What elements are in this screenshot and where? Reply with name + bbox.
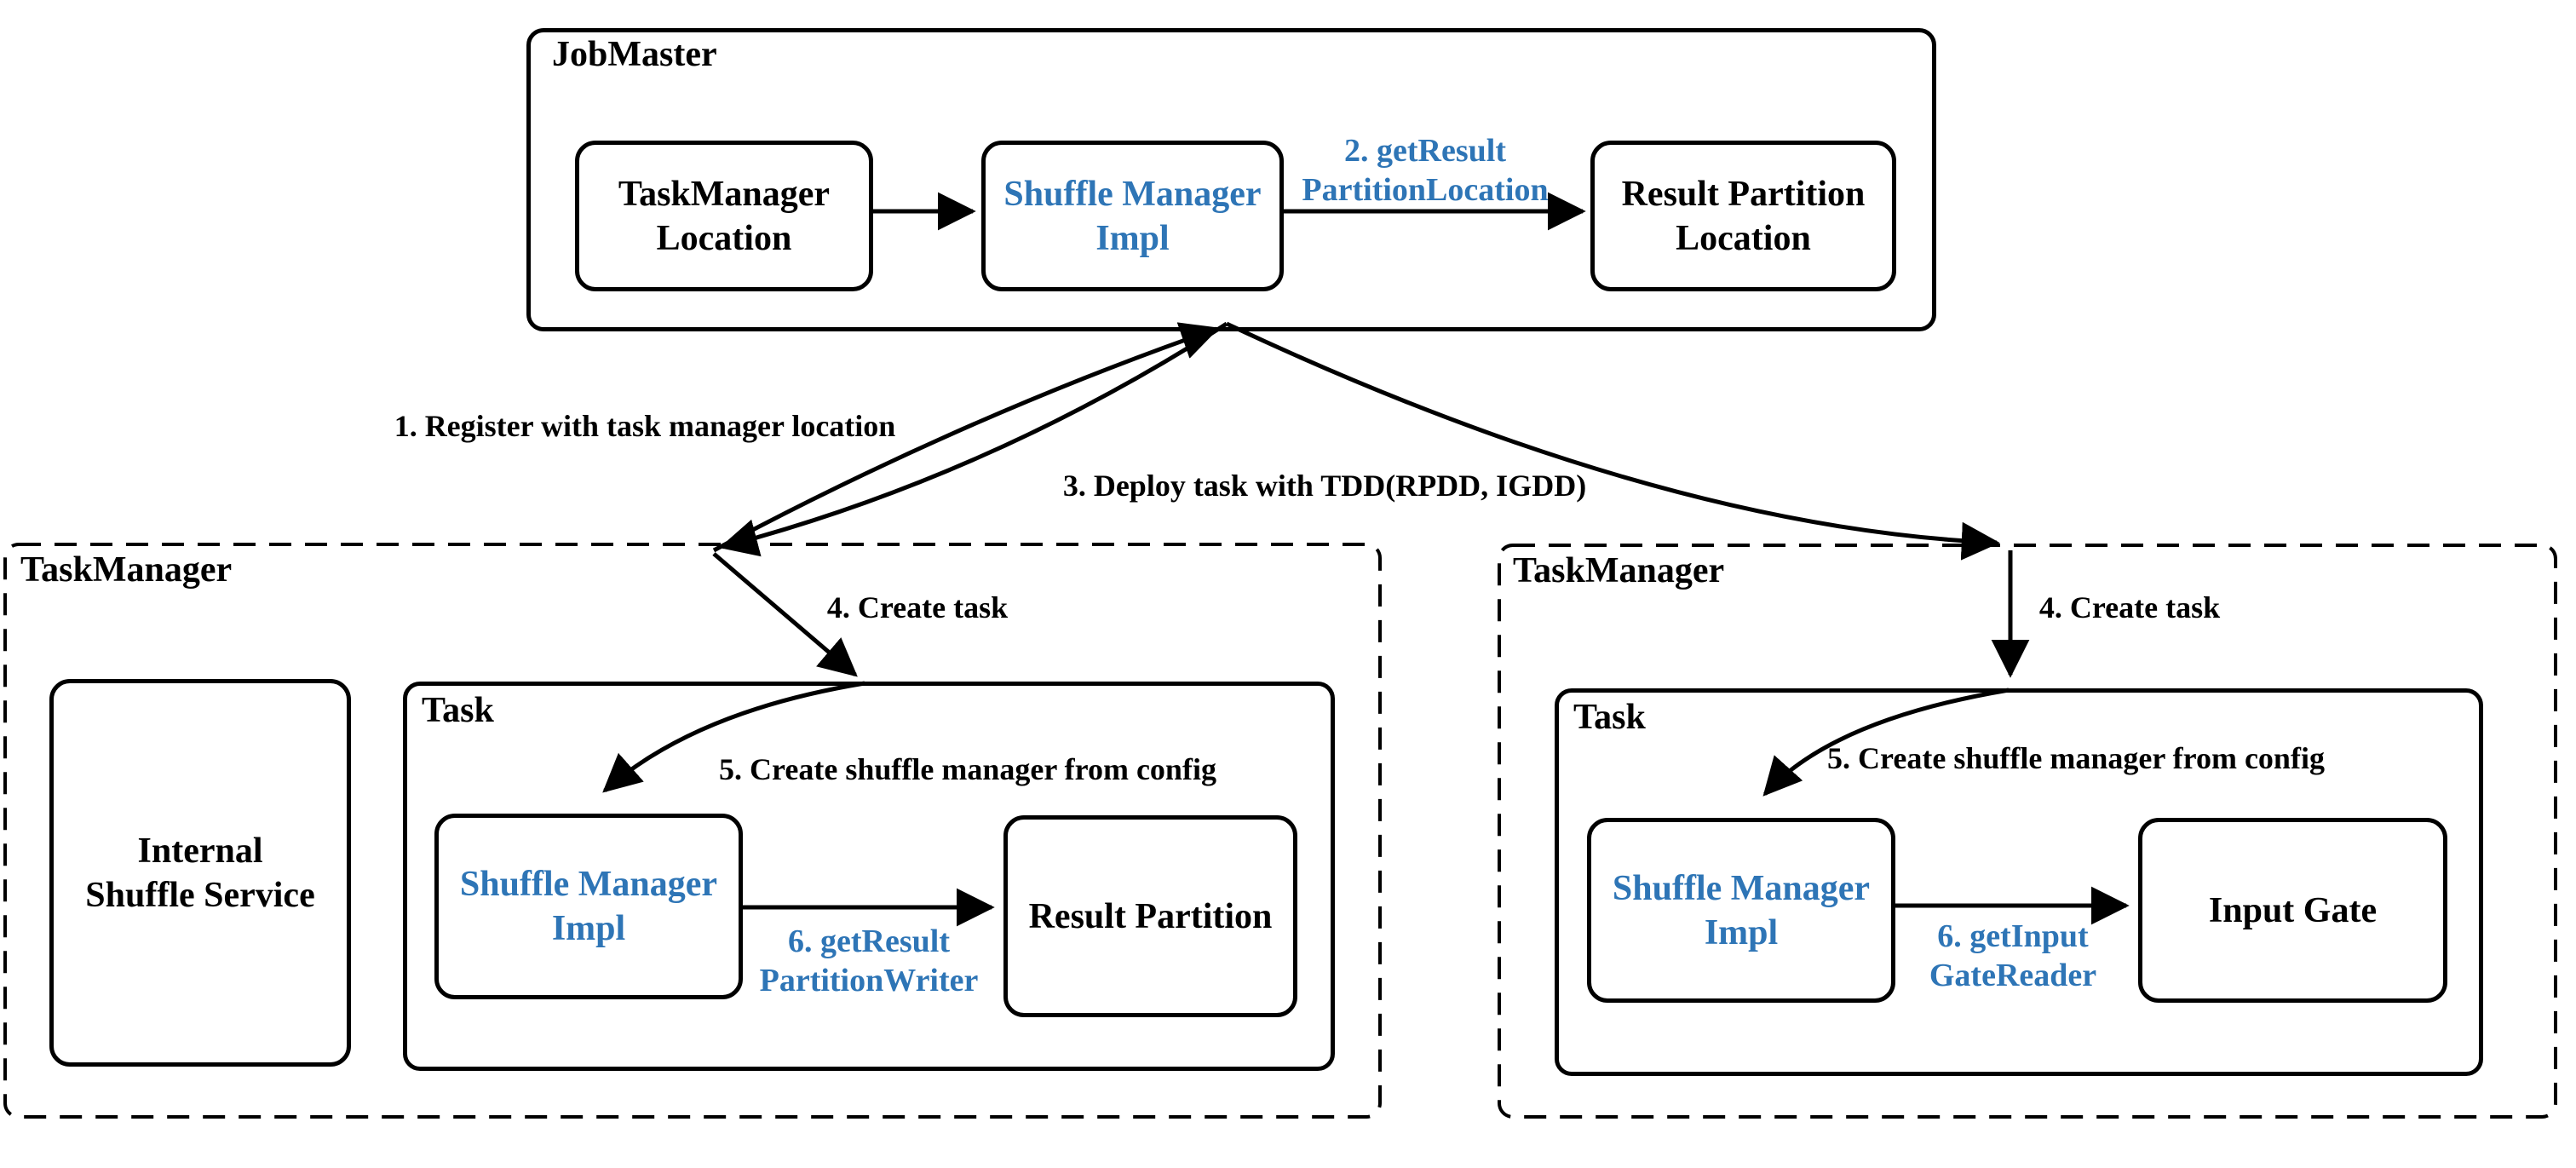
edge-label-get-result-partition-location-line2: PartitionLocation xyxy=(1302,172,1549,208)
edge-label-get-input-gate-reader-line2: GateReader xyxy=(1929,958,2097,993)
input-gate-label: Input Gate xyxy=(2208,890,2378,930)
internal-shuffle-service-node: Internal Shuffle Service xyxy=(49,679,351,1067)
edge-label-deploy-task: 3. Deploy task with TDD(RPDD, IGDD) xyxy=(1062,469,1587,503)
edge-label-get-result-partition-location: 2. getResult PartitionLocation xyxy=(1302,131,1548,210)
jobmaster-shuffle-manager-impl-line2: Impl xyxy=(1095,218,1170,258)
edge-label-get-input-gate-reader: 6. getInput GateReader xyxy=(1929,917,2096,995)
result-partition-label: Result Partition xyxy=(1028,896,1273,936)
task-left-shuffle-manager-impl-line2: Impl xyxy=(551,909,626,948)
task-right-shuffle-manager-impl-line1: Shuffle Manager xyxy=(1612,868,1871,908)
edge-label-get-result-partition-writer: 6. getResult PartitionWriter xyxy=(760,922,979,1000)
edge-label-get-result-partition-writer-line1: 6. getResult xyxy=(788,923,950,959)
task-manager-location-node: TaskManager Location xyxy=(575,141,873,291)
jobmaster-shuffle-manager-impl-node: Shuffle Manager Impl xyxy=(981,141,1284,291)
taskmanager-left-title: TaskManager xyxy=(20,550,233,590)
task-left-shuffle-manager-impl-node: Shuffle Manager Impl xyxy=(434,814,743,999)
edge-label-get-input-gate-reader-line1: 6. getInput xyxy=(1937,918,2089,954)
internal-shuffle-service-line1: Internal xyxy=(137,831,263,871)
result-partition-node: Result Partition xyxy=(1003,815,1297,1017)
task-right-shuffle-manager-impl-node: Shuffle Manager Impl xyxy=(1587,818,1895,1003)
result-partition-location-line2: Location xyxy=(1676,218,1811,258)
taskmanager-right-title: TaskManager xyxy=(1513,551,1725,590)
edge-deploy-right-arrow xyxy=(1225,321,2000,561)
edge-label-create-shuffle-manager-left: 5. Create shuffle manager from config xyxy=(719,752,1216,786)
edge-label-create-shuffle-manager-right: 5. Create shuffle manager from config xyxy=(1827,741,2325,775)
result-partition-location-node: Result Partition Location xyxy=(1590,141,1896,291)
task-manager-location-label-line1: TaskManager xyxy=(618,174,831,214)
task-left-title: Task xyxy=(422,691,494,730)
edge-label-register: 1. Register with task manager location xyxy=(394,409,896,443)
result-partition-location-line1: Result Partition xyxy=(1621,174,1866,214)
jobmaster-shuffle-manager-impl-line1: Shuffle Manager xyxy=(1003,174,1262,214)
edge-label-create-task-left: 4. Create task xyxy=(826,590,1009,624)
task-manager-location-label-line2: Location xyxy=(656,218,792,258)
edge-label-get-result-partition-location-line1: 2. getResult xyxy=(1344,133,1506,169)
internal-shuffle-service-line2: Shuffle Service xyxy=(85,875,315,915)
input-gate-node: Input Gate xyxy=(2138,818,2447,1003)
jobmaster-title: JobMaster xyxy=(552,35,717,74)
task-right-shuffle-manager-impl-line2: Impl xyxy=(1704,912,1779,952)
edge-label-create-task-right: 4. Create task xyxy=(2038,590,2221,624)
edge-label-get-result-partition-writer-line2: PartitionWriter xyxy=(759,963,979,998)
task-left-shuffle-manager-impl-line1: Shuffle Manager xyxy=(459,865,718,904)
task-right-title: Task xyxy=(1573,698,1646,737)
